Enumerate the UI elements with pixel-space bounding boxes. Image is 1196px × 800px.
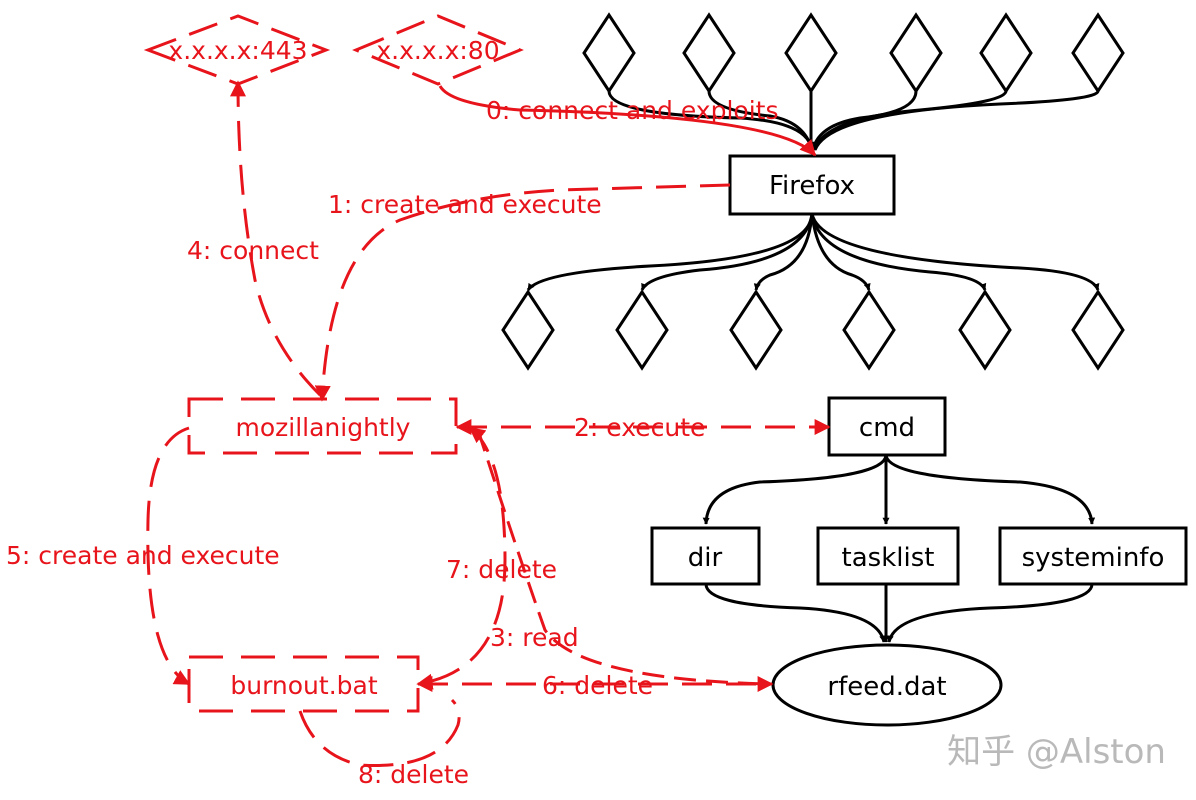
top-diamond xyxy=(1071,12,1125,94)
red-labels: x.x.x.x:443 x.x.x.x:80 0: connect and ex… xyxy=(6,36,778,789)
edge1-label: 1: create and execute xyxy=(328,190,602,219)
rfeed-label: rfeed.dat xyxy=(827,672,946,702)
bottom-diamond xyxy=(501,289,555,371)
edge6-label: 6: delete xyxy=(542,671,653,700)
top-diamond xyxy=(889,12,943,94)
edge2-label: 2: execute xyxy=(574,413,705,442)
tasklist-label: tasklist xyxy=(842,543,935,573)
watermark-text: 知乎 @Alston xyxy=(947,732,1166,772)
edge3-label: 3: read xyxy=(490,623,579,652)
bottom-diamond xyxy=(842,289,896,371)
tasklist-node xyxy=(816,526,960,586)
bottom-diamond xyxy=(729,289,783,371)
black-labels: Firefox cmd dir tasklist systeminfo rfee… xyxy=(688,171,1165,702)
ip80-label: x.x.x.x:80 xyxy=(376,36,499,65)
bottom-diamond xyxy=(615,289,669,371)
systeminfo-label: systeminfo xyxy=(1022,543,1165,573)
edge0-label: 0: connect and exploits xyxy=(486,96,778,125)
top-diamond xyxy=(582,12,636,94)
bottom-diamond xyxy=(1071,289,1125,371)
black-structure xyxy=(501,12,1188,727)
ip80-node xyxy=(352,14,524,86)
ip443-label: x.x.x.x:443 xyxy=(168,36,307,65)
cmd-label: cmd xyxy=(859,413,915,443)
mozillanightly-label: mozillanightly xyxy=(236,413,411,442)
top-diamond xyxy=(784,12,838,94)
edge4-label: 4: connect xyxy=(187,236,319,265)
edge5-label: 5: create and execute xyxy=(6,541,280,570)
burnout-label: burnout.bat xyxy=(230,671,377,700)
firefox-label: Firefox xyxy=(769,171,855,201)
edge7-label: 7: delete xyxy=(446,555,557,584)
red-attack-chain xyxy=(143,14,831,767)
top-diamond xyxy=(979,12,1033,94)
edge8-label: 8: delete xyxy=(358,760,469,789)
bottom-diamond xyxy=(958,289,1012,371)
dir-label: dir xyxy=(688,543,723,573)
ip443-node xyxy=(143,14,331,86)
top-diamond xyxy=(682,12,736,94)
